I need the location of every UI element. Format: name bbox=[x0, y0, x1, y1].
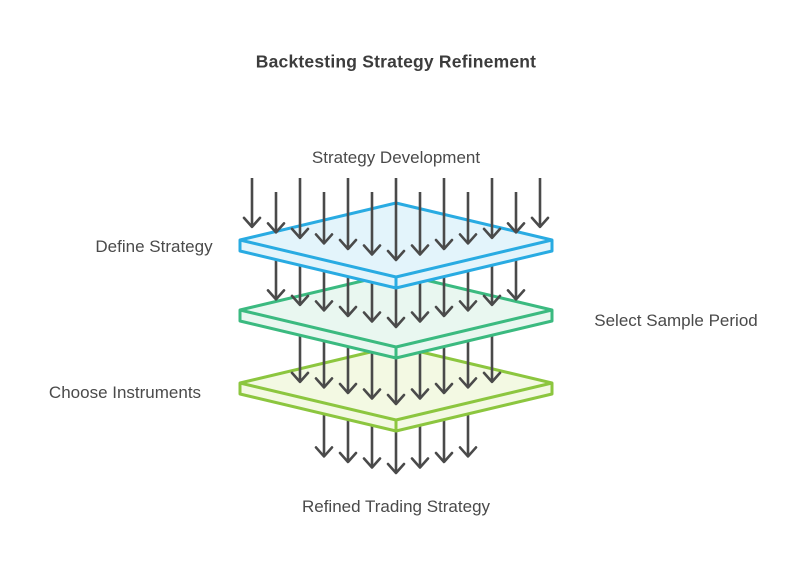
arrow-band-between-1-2 bbox=[266, 257, 526, 329]
layer-label-choose-instruments: Choose Instruments bbox=[48, 382, 202, 402]
layer-label-define-strategy: Define Strategy bbox=[95, 236, 213, 256]
arrow-band-between-2-3 bbox=[290, 333, 502, 406]
result-label: Refined Trading Strategy bbox=[301, 496, 491, 516]
arrow-band-output bbox=[314, 412, 478, 475]
diagram-title: Backtesting Strategy Refinement bbox=[255, 51, 537, 72]
source-label: Strategy Development bbox=[311, 147, 481, 167]
arrow-band-input bbox=[242, 178, 550, 262]
layer-label-select-sample-period: Select Sample Period bbox=[594, 310, 758, 330]
